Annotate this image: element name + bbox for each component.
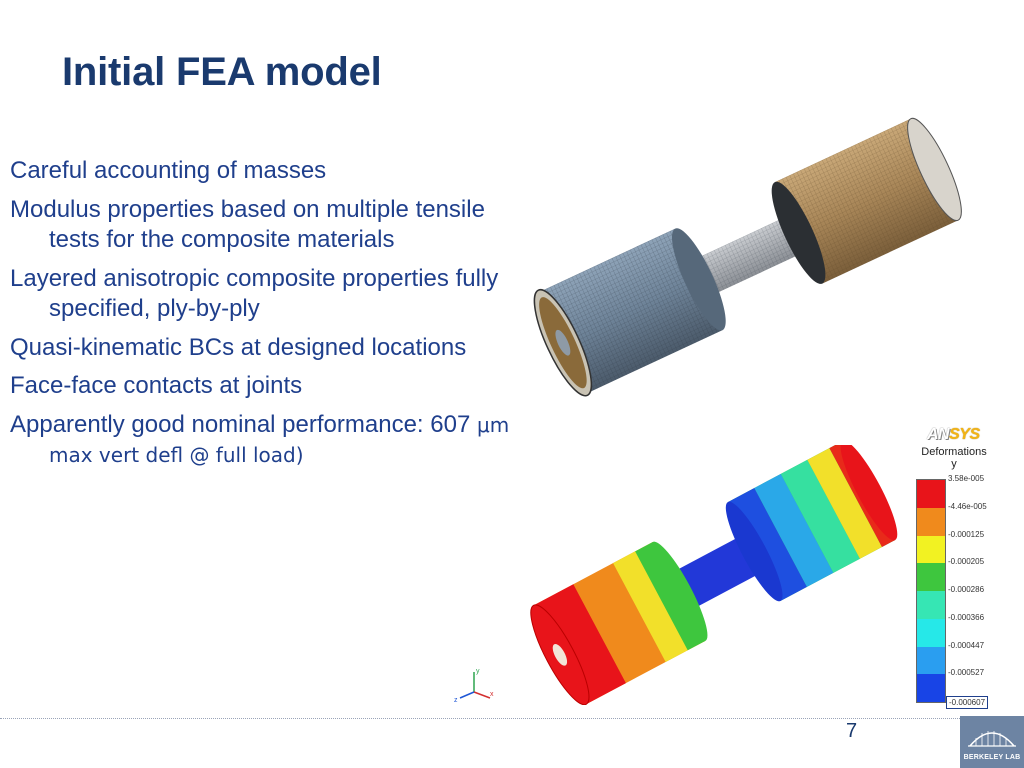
legend-color-segment [917, 591, 945, 619]
legend-color-segment [917, 618, 945, 647]
lab-dome-icon [968, 731, 1016, 747]
triad-z-label: z [454, 697, 458, 704]
bullet-list: Careful accounting of masses Modulus pro… [10, 156, 510, 479]
bullet-item: Face-face contacts at joints [10, 372, 303, 399]
legend-value-label: -0.000286 [948, 585, 985, 594]
legend-value-label: -4.46e-005 [948, 501, 987, 511]
legend-color-segment [917, 535, 945, 564]
triad-x-label: x [490, 691, 494, 698]
legend-color-segment [917, 563, 945, 591]
bullet-item: Apparently good nominal performance: 607… [10, 410, 510, 468]
legend-value-label: -0.000607 [946, 696, 989, 709]
legend-color-segment [917, 480, 945, 508]
legend-value-label: -0.000447 [948, 640, 985, 650]
legend-color-bar [916, 479, 946, 703]
legend-value-label: -0.000205 [948, 557, 985, 567]
legend-color-segment [917, 507, 945, 536]
legend-title: Deformations y [921, 446, 987, 470]
legend-color-segment [917, 646, 945, 675]
page-number: 7 [846, 720, 858, 742]
bullet-item: Quasi-kinematic BCs at designed location… [10, 333, 467, 361]
legend-value-label: -0.000527 [948, 668, 985, 678]
bullet-item: Careful accounting of masses [10, 157, 327, 184]
slide-title: Initial FEA model [62, 50, 382, 94]
fea-mesh-figure [533, 117, 962, 397]
bullet-item: Modulus properties based on multiple ten… [10, 195, 485, 254]
footer-divider [0, 718, 1024, 719]
bullet-item: Layered anisotropic composite properties… [10, 264, 499, 323]
deformation-contour-figure [530, 445, 898, 705]
ansys-logo: ANSYS [927, 426, 980, 443]
legend-value-label: -0.000125 [948, 529, 985, 539]
legend-value-label: -0.000366 [948, 612, 985, 622]
berkeley-lab-logo: BERKELEY LAB [960, 716, 1024, 768]
legend-value-label: 3.58e-005 [948, 474, 985, 483]
triad-y-label: y [476, 668, 480, 675]
axis-triad: y x z [454, 668, 494, 704]
legend-color-segment [917, 674, 945, 702]
